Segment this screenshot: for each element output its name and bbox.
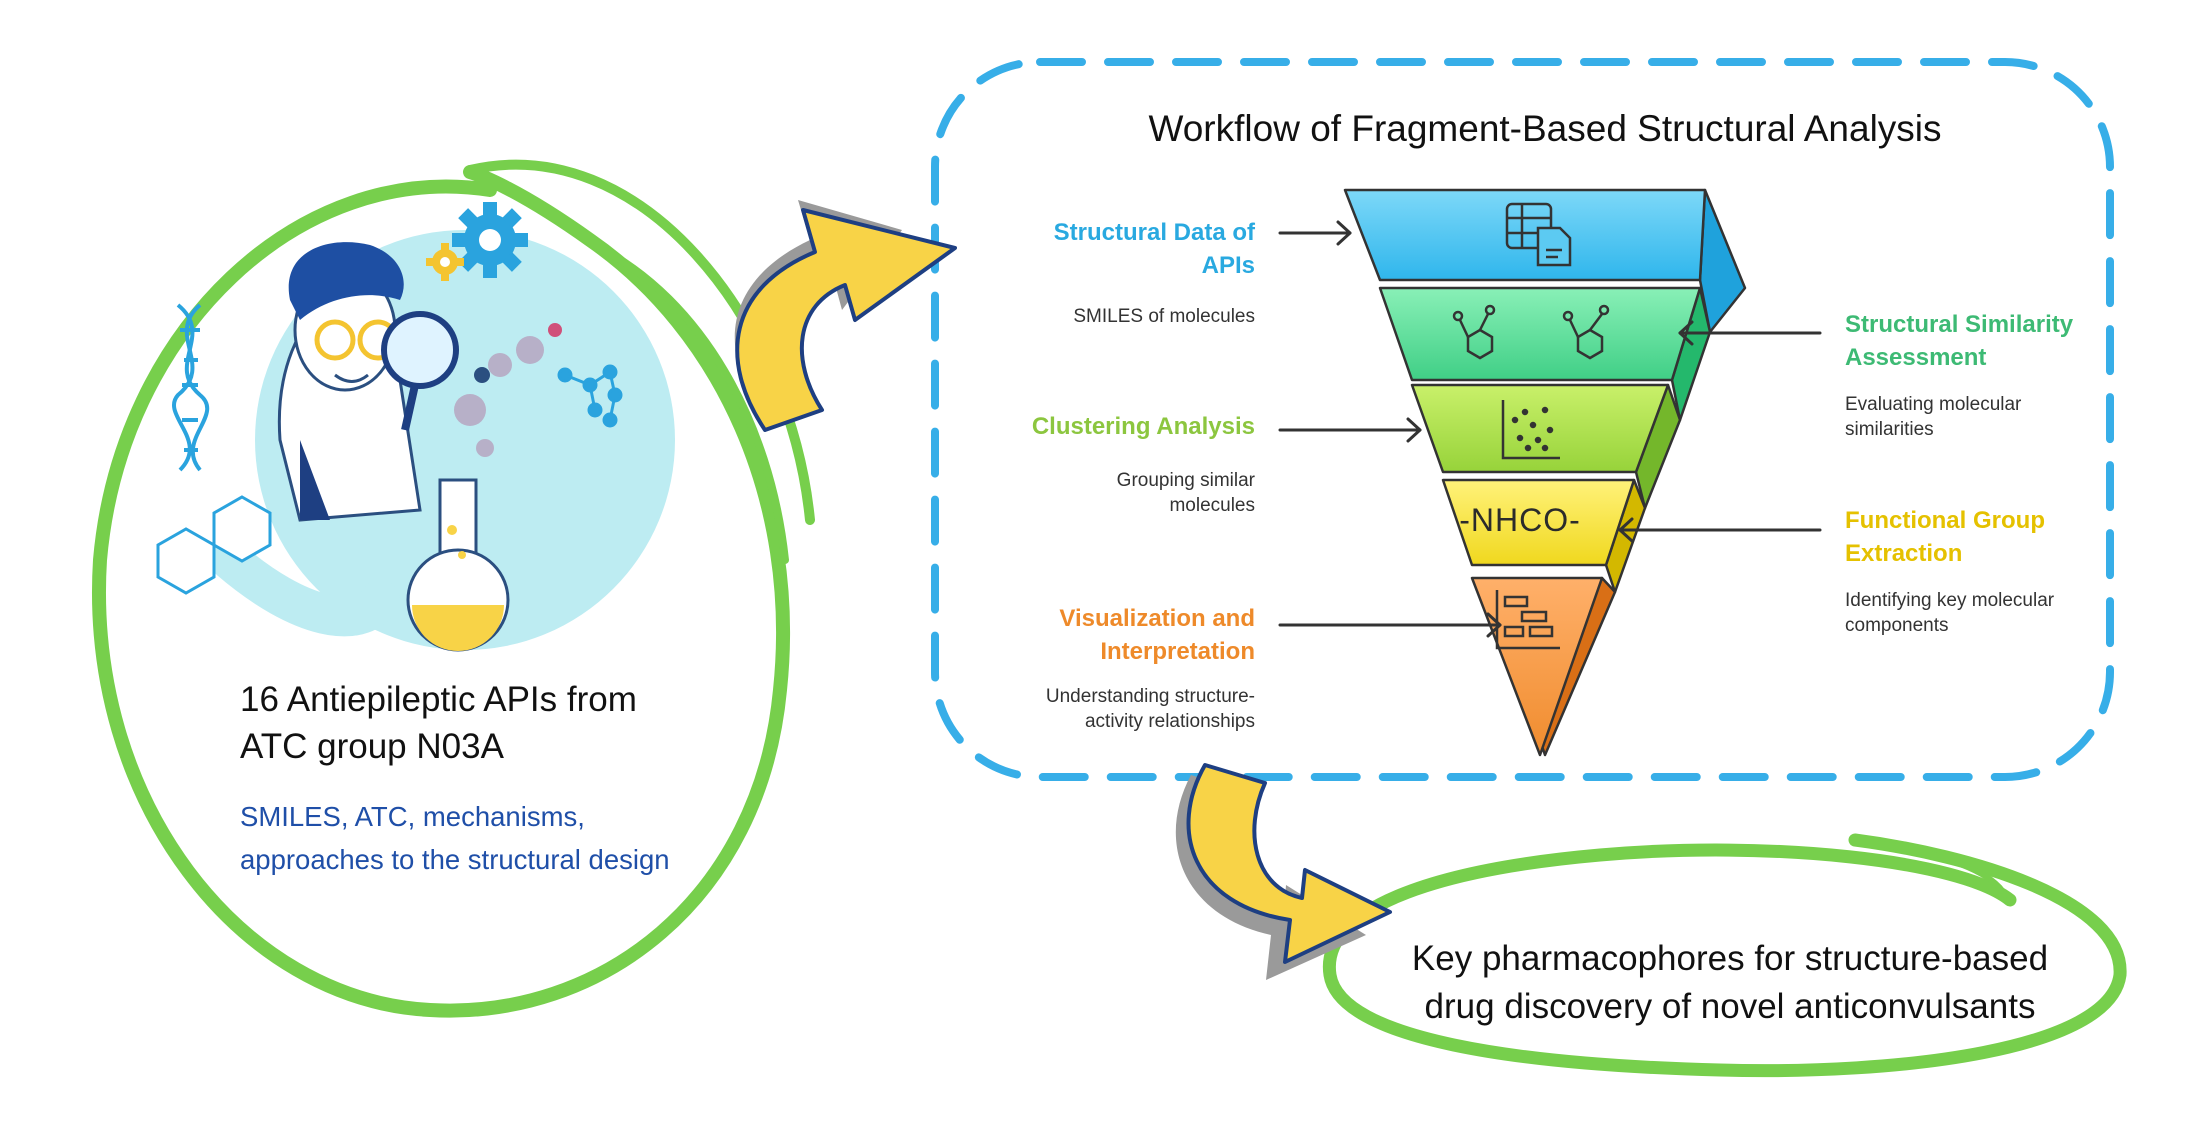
step-label-similarity: Structural Similarity Assessment: [1845, 311, 2074, 371]
network-molecule-icon: [557, 364, 623, 428]
step-desc-structural-data: SMILES of molecules: [1073, 306, 1255, 327]
outcome-text: Key pharmacophores for structure-based d…: [1411, 939, 2049, 1026]
step-desc-similarity: Evaluating molecular similarities: [1845, 394, 2022, 440]
step-desc-functional-group: Identifying key molecular components: [1845, 590, 2055, 636]
scientist-illustration: [156, 202, 675, 652]
workflow-box: [931, 58, 2114, 781]
funnel-layer-5: [1470, 576, 1617, 757]
source-subtitle: SMILES, ATC, mechanisms, approaches to t…: [240, 801, 670, 875]
hexagon-molecule-icon: [156, 495, 272, 595]
dna-icon: [172, 303, 210, 472]
source-loop: [92, 159, 815, 1018]
connector-arrows: [1278, 220, 1822, 638]
step-label-visualization: Visualization and Interpretation: [1059, 605, 1255, 665]
molecules-icon: [1452, 304, 1610, 360]
nhco-fragment-label: -NHCO-: [1459, 502, 1581, 538]
arrow-to-workflow: [734, 200, 957, 432]
step-label-clustering: Clustering Analysis: [1031, 413, 1255, 440]
scientist: [277, 242, 562, 522]
funnel-layer-1: [1343, 188, 1747, 334]
funnel-layer-3: [1410, 383, 1682, 510]
step-desc-visualization: Understanding structure-activity relatio…: [1045, 686, 1255, 732]
step-desc-clustering: Grouping similar molecules: [1116, 470, 1255, 516]
outcome-loop: [1322, 833, 2127, 1078]
source-title: 16 Antiepileptic APIs from ATC group N03…: [240, 680, 637, 766]
step-label-structural-data: Structural Data of APIs: [1053, 219, 1255, 279]
gear-icon: [452, 202, 528, 278]
funnel: [1343, 188, 1747, 757]
arrow-to-outcome: [1175, 763, 1392, 980]
flask-icon: [406, 478, 510, 652]
gantt-chart-icon: [1495, 590, 1560, 650]
workflow-title: Workflow of Fragment-Based Structural An…: [1148, 108, 1942, 149]
small-gear-icon: [426, 243, 464, 281]
step-label-functional-group: Functional Group Extraction: [1845, 507, 2045, 567]
scatter-plot-icon: [1501, 400, 1560, 460]
table-document-icon: [1505, 202, 1572, 267]
